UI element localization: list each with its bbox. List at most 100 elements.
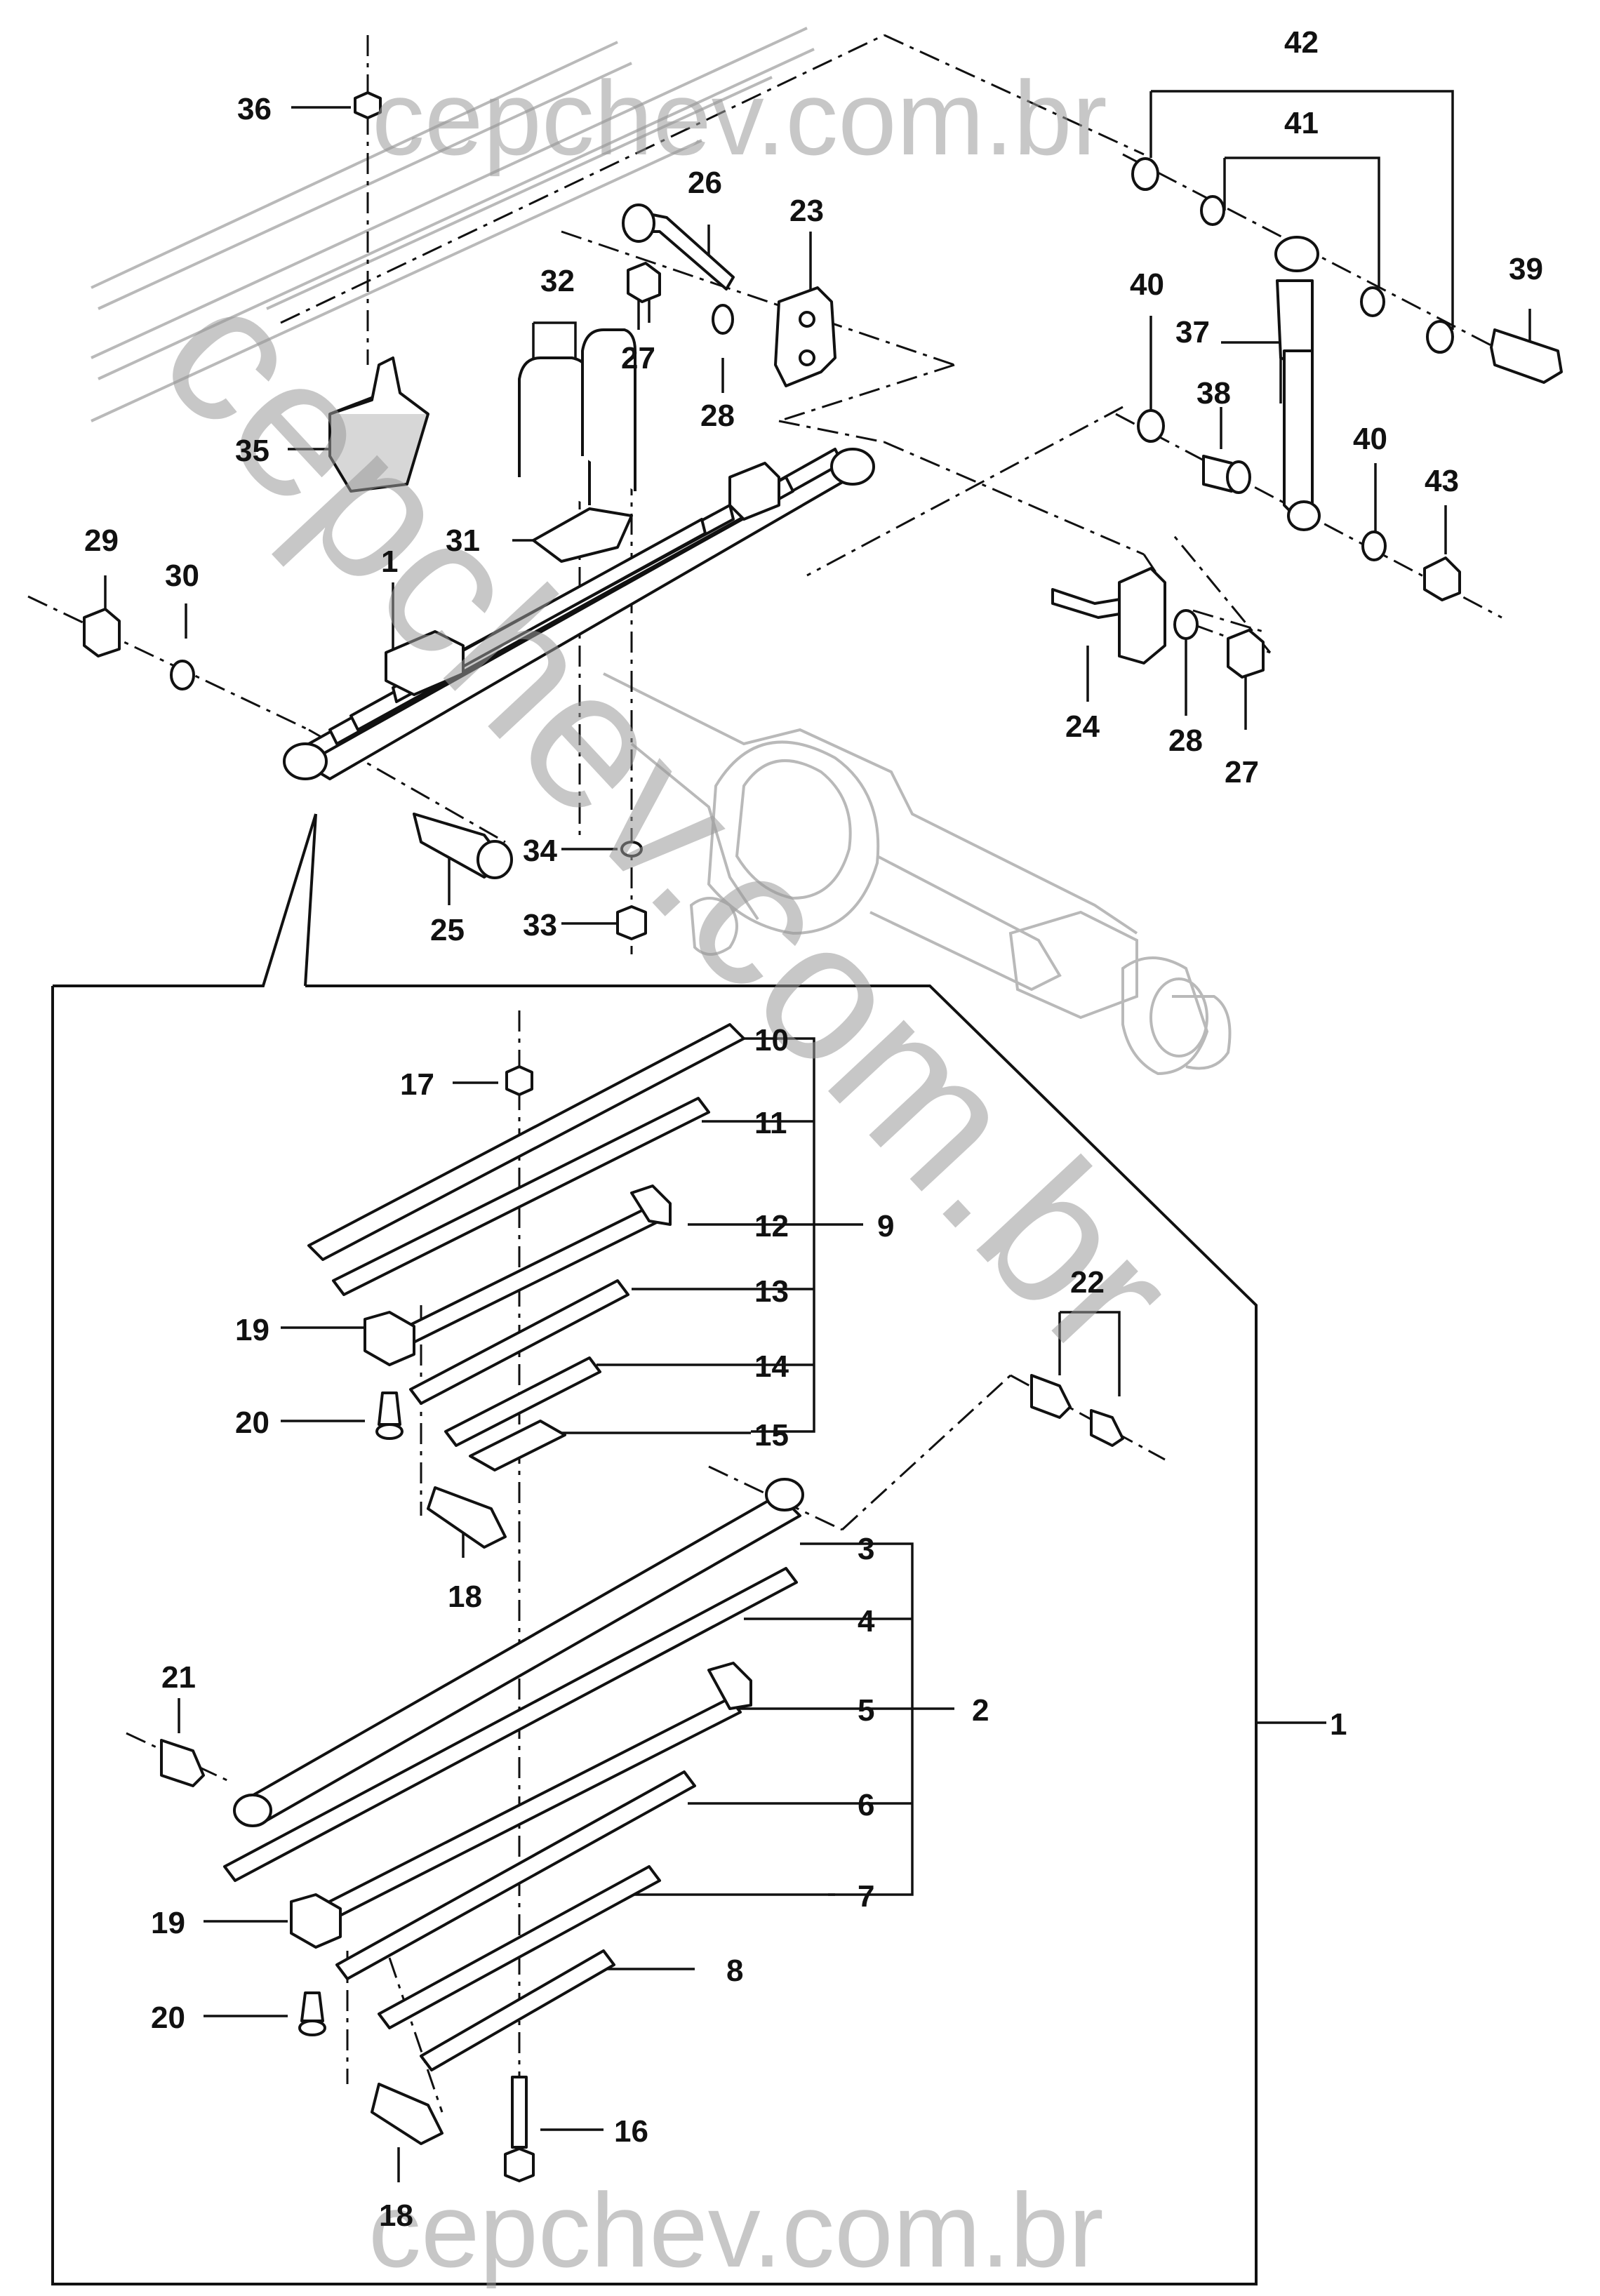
bolt-18-upper [427, 1486, 507, 1549]
washer-40-lower [1361, 530, 1387, 561]
inset-detail-frame [51, 813, 1258, 2285]
leaf-13 [409, 1279, 629, 1405]
washer-42-left [1131, 157, 1159, 191]
bushing-21 [160, 1739, 205, 1787]
leaf-14 [444, 1356, 601, 1447]
callout-1-inset: 1 [1330, 1707, 1347, 1742]
callout-22: 22 [1070, 1265, 1105, 1300]
callout-41: 41 [1284, 106, 1319, 140]
callout-37: 37 [1175, 315, 1210, 349]
callout-labels: 42 41 36 26 23 39 32 27 40 37 28 38 40 4… [84, 25, 1543, 2233]
callout-32: 32 [540, 264, 575, 298]
frame-rail-ghost [91, 27, 815, 422]
callout-24: 24 [1065, 709, 1100, 744]
nut-27-upper [627, 262, 661, 303]
callout-23: 23 [789, 194, 824, 228]
callout-2: 2 [972, 1693, 989, 1728]
nut-29 [83, 608, 121, 658]
callout-7: 7 [858, 1879, 874, 1914]
bolt-25 [413, 813, 513, 879]
callout-33: 33 [523, 908, 557, 942]
callout-15: 15 [754, 1418, 789, 1453]
washer-40-upper [1137, 409, 1165, 443]
washer-28-lower [1173, 609, 1199, 640]
bushing-41-right [1360, 286, 1385, 317]
leaf-4 [223, 1567, 798, 1882]
bolt-18-lower [371, 2083, 444, 2145]
shackle-plate-23 [774, 286, 836, 387]
leaf-10 [307, 1023, 745, 1261]
bushing-22 [1030, 1374, 1124, 1447]
callout-14: 14 [754, 1349, 789, 1384]
callout-30: 30 [165, 559, 199, 593]
callout-34: 34 [523, 834, 557, 868]
callout-13: 13 [754, 1274, 789, 1309]
leaf-7 [378, 1865, 661, 2029]
callout-39: 39 [1509, 252, 1543, 286]
callout-28-upper: 28 [700, 399, 735, 433]
clip-19-lower [290, 1893, 342, 1949]
callout-12: 12 [754, 1209, 789, 1243]
nut-33 [616, 905, 647, 940]
callout-40-upper: 40 [1130, 267, 1164, 302]
callout-9: 9 [877, 1209, 894, 1243]
callout-43: 43 [1425, 464, 1459, 498]
callout-18-lower: 18 [379, 2198, 413, 2233]
center-bolt-16 [504, 2076, 535, 2182]
leaf-3 [233, 1478, 804, 1827]
callout-3: 3 [858, 1532, 874, 1566]
callout-29: 29 [84, 523, 119, 558]
leaf-spring-assembly-1 [283, 448, 875, 780]
leaf-8 [420, 1949, 615, 2071]
callout-38: 38 [1196, 376, 1231, 411]
bump-stopper-35 [328, 356, 429, 493]
u-bolt-32 [518, 328, 636, 505]
callout-20-upper: 20 [235, 1406, 269, 1440]
washer-30 [170, 660, 195, 690]
nut-43 [1423, 556, 1461, 601]
bolt-39 [1490, 328, 1563, 384]
callout-36: 36 [237, 92, 272, 126]
bushing-38 [1202, 455, 1251, 494]
nut-17 [505, 1065, 533, 1096]
callout-4: 4 [858, 1604, 875, 1638]
callout-16: 16 [614, 2114, 648, 2149]
callout-31: 31 [446, 523, 480, 558]
callout-17: 17 [400, 1067, 434, 1102]
bushing-41-left [1200, 195, 1225, 226]
washer-28-upper [712, 304, 734, 335]
callout-25: 25 [430, 913, 465, 947]
washer-42-right [1426, 320, 1454, 354]
callout-8: 8 [726, 1954, 743, 1988]
shackle-pin-24 [1051, 567, 1166, 665]
rivet-20-lower [298, 1991, 326, 2036]
callout-35: 35 [235, 434, 269, 468]
leaf-6 [335, 1770, 696, 1980]
clip-19-upper [364, 1311, 415, 1366]
callout-10: 10 [754, 1023, 789, 1057]
nut-36 [354, 91, 382, 119]
callout-28-lower: 28 [1168, 723, 1203, 758]
callout-11: 11 [754, 1106, 787, 1140]
leaf-15 [469, 1420, 566, 1471]
nut-27-lower [1227, 629, 1265, 679]
callout-6: 6 [858, 1788, 874, 1822]
callout-5: 5 [858, 1693, 874, 1728]
shock-absorber-37 [1274, 236, 1321, 531]
callout-20-lower: 20 [151, 2001, 185, 2035]
bolt-26 [622, 203, 735, 291]
leader-lines [104, 90, 1531, 2182]
callout-19-upper: 19 [235, 1313, 269, 1347]
callout-26: 26 [688, 166, 722, 200]
callout-21: 21 [161, 1660, 196, 1695]
callout-40-lower: 40 [1353, 422, 1387, 456]
watermark-bottom: cepchev.com.br [368, 2171, 1104, 2289]
callout-42: 42 [1284, 25, 1319, 60]
rivet-20-upper [375, 1391, 404, 1440]
callout-27-lower: 27 [1225, 755, 1259, 789]
callout-19-lower: 19 [151, 1906, 185, 1940]
washer-34 [620, 841, 643, 857]
spring-seat-31 [532, 507, 633, 563]
callout-27-upper: 27 [621, 341, 655, 375]
